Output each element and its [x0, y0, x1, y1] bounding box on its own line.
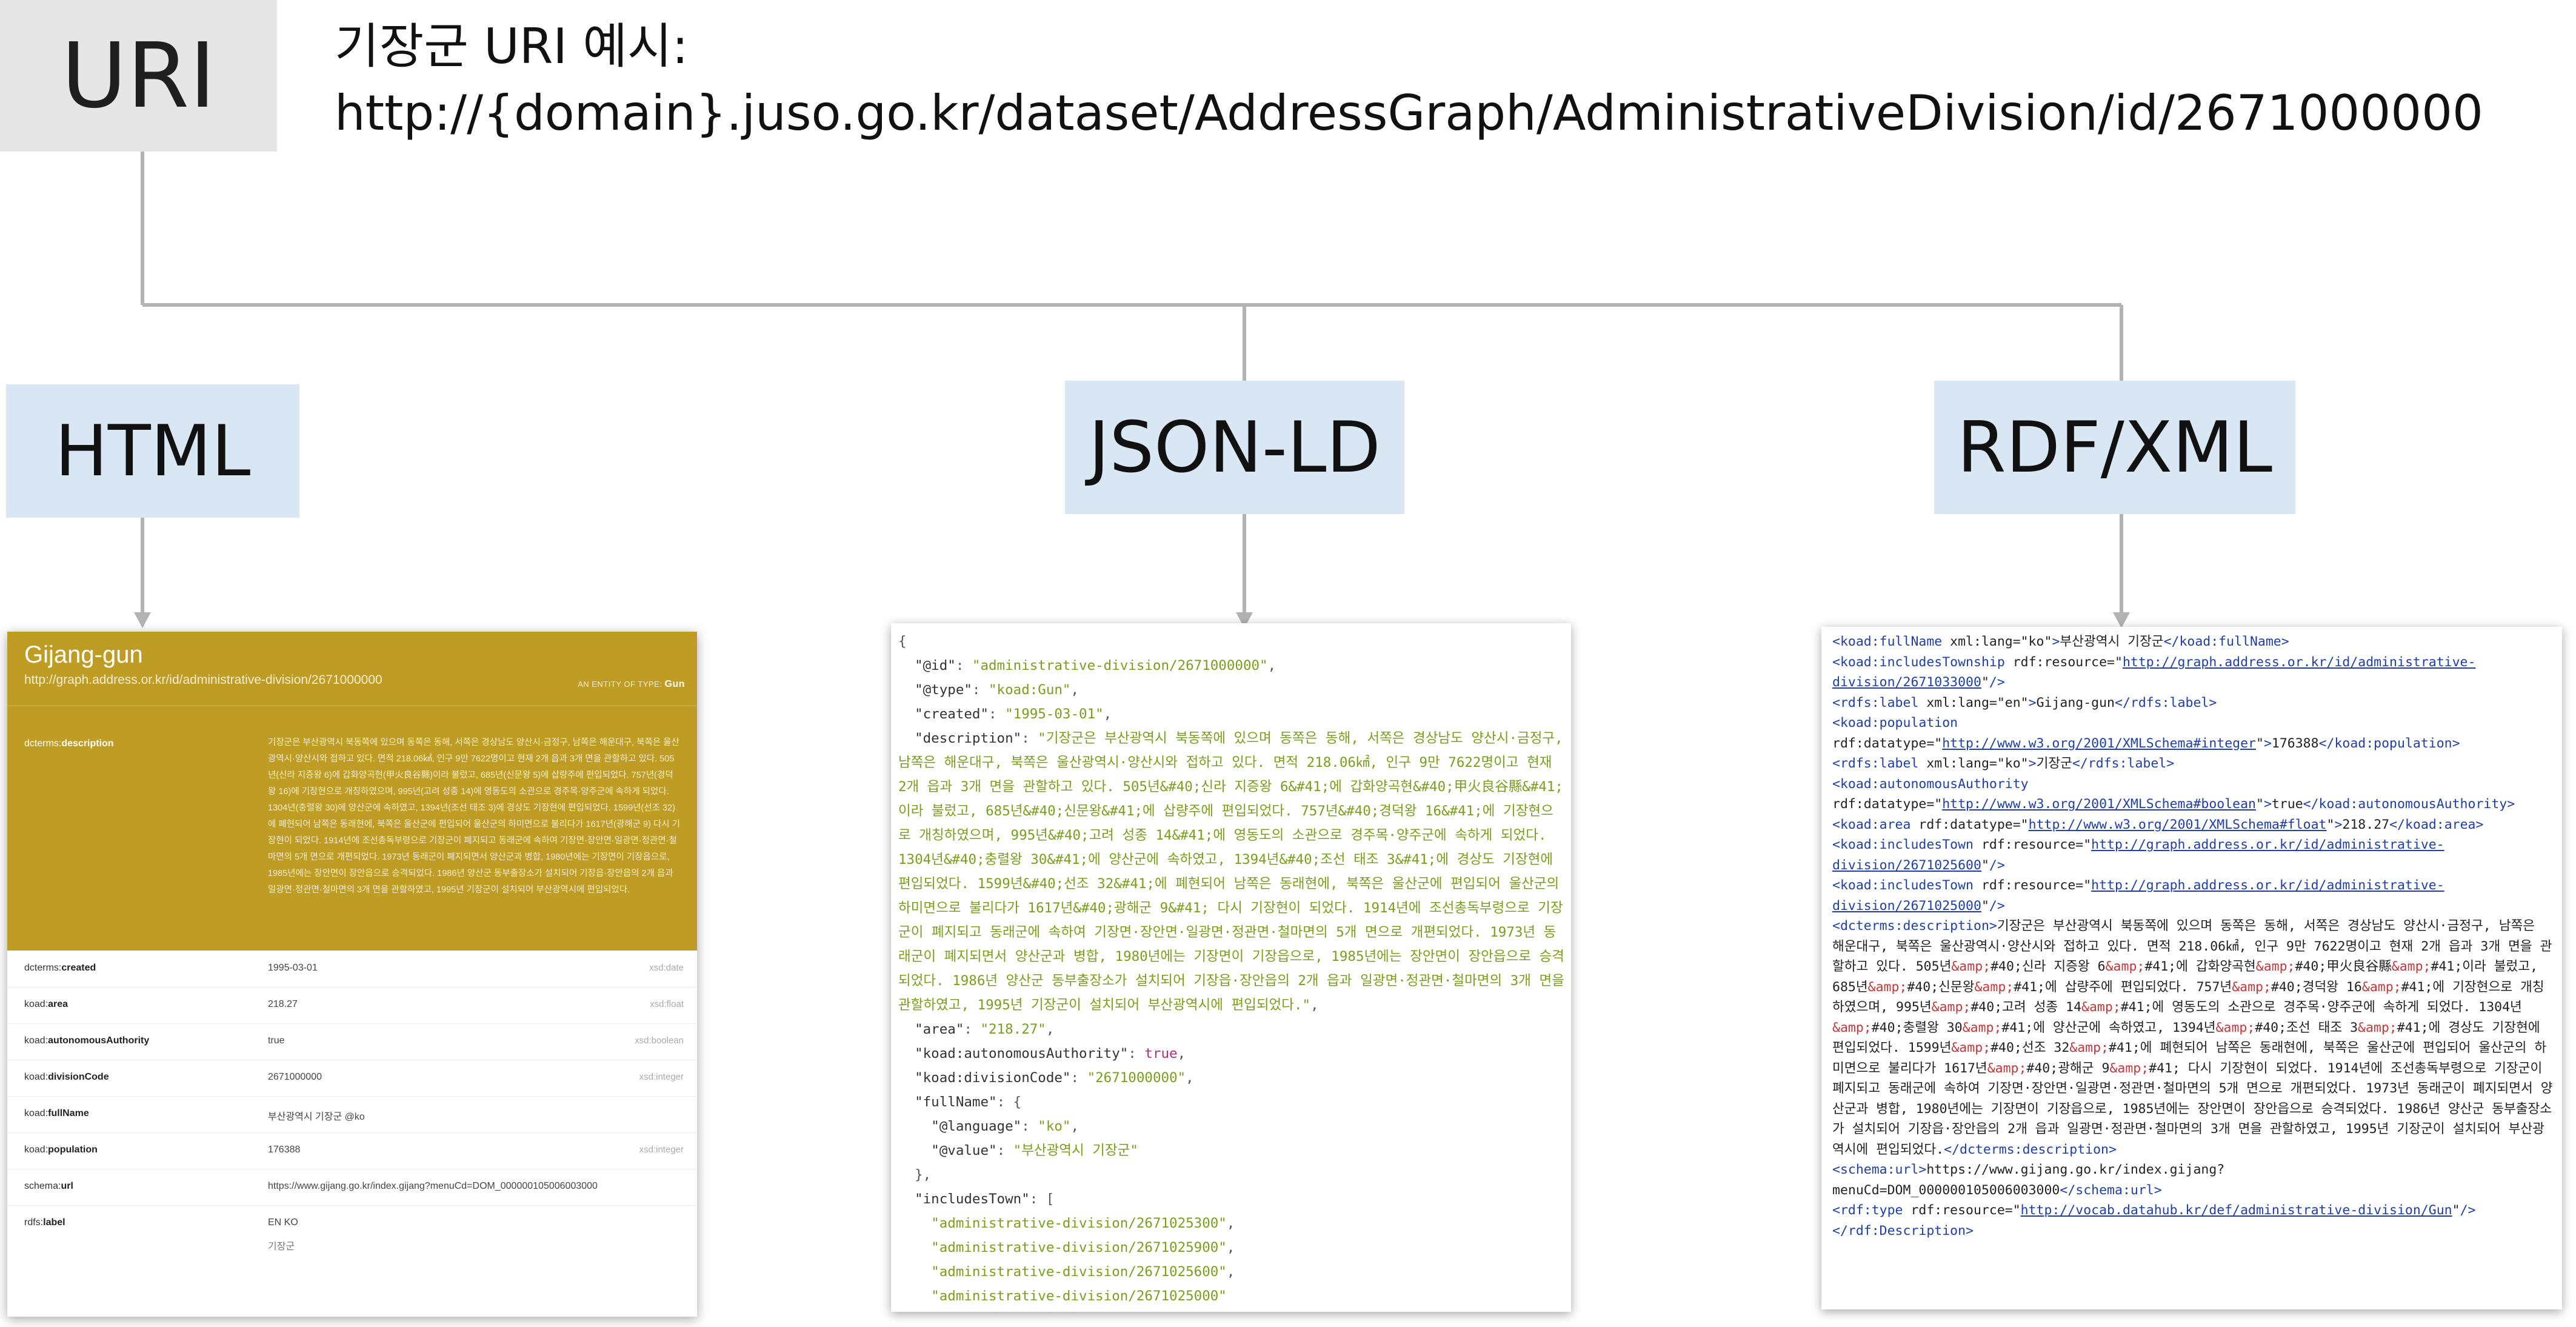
property-row-url: schema:url https://www.gijang.go.kr/inde…: [7, 1169, 697, 1206]
description-value: 기장군은 부산광역시 북동쪽에 있으며 동쪽은 동해, 서쪽은 경상남도 양산시…: [268, 738, 680, 895]
property-value: 1995-03-01: [268, 963, 318, 973]
arrow-rdfxml: [2113, 612, 2130, 628]
format-label-rdfxml: RDF/XML: [1957, 406, 2272, 489]
entity-type-value[interactable]: Gun: [664, 679, 685, 689]
description-key: dcterms:description: [24, 738, 114, 749]
property-key: koad:divisionCode: [24, 1072, 109, 1082]
property-key: dcterms:created: [24, 963, 96, 973]
jsonld-code-panel: { "@id": "administrative-division/267100…: [891, 623, 1571, 1312]
entity-title: Gijang-gun: [24, 641, 143, 668]
format-label-html: HTML: [55, 410, 251, 492]
format-box-jsonld: JSON-LD: [1065, 381, 1404, 514]
property-row-label: rdfs:label EN KO 기장군: [7, 1205, 697, 1260]
uri-caption: 기장군 URI 예시: http://{domain}.juso.go.kr/d…: [335, 13, 2483, 147]
uri-label: URI: [61, 24, 216, 128]
description-key-prefix: dcterms:: [24, 738, 62, 749]
arrow-jsonld: [1236, 612, 1253, 628]
property-row-created: dcterms:created 1995-03-01 xsd:date: [7, 951, 697, 988]
entity-uri[interactable]: http://graph.address.or.kr/id/administra…: [24, 673, 382, 687]
property-row-area: koad:area 218.27 xsd:float: [7, 987, 697, 1024]
property-key: koad:autonomousAuthority: [24, 1035, 150, 1046]
property-row-population: koad:population 176388 xsd:integer: [7, 1132, 697, 1169]
format-label-jsonld: JSON-LD: [1089, 406, 1381, 489]
property-value: true: [268, 1035, 285, 1046]
arrow-html: [134, 612, 151, 628]
property-type: xsd:date: [649, 963, 684, 973]
property-value: 2671000000: [268, 1072, 322, 1082]
rdfxml-code-panel: <koad:fullName xml:lang="ko">부산광역시 기장군</…: [1821, 627, 2562, 1309]
entity-type-label: AN ENTITY OF TYPE: Gun: [578, 679, 685, 690]
entity-type-prefix: AN ENTITY OF TYPE:: [578, 680, 662, 689]
format-box-rdfxml: RDF/XML: [1934, 381, 2295, 514]
property-value: 부산광역시 기장군 @ko: [268, 1112, 365, 1122]
format-box-html: HTML: [6, 384, 299, 518]
rdfxml-code: <koad:fullName xml:lang="ko">부산광역시 기장군</…: [1832, 634, 2553, 1238]
property-type: xsd:integer: [639, 1145, 684, 1155]
description-key-name: description: [61, 738, 114, 749]
property-value: 218.27: [268, 999, 298, 1009]
uri-caption-title: 기장군 URI 예시:: [335, 18, 689, 75]
uri-box: URI: [0, 0, 277, 152]
property-key: koad:fullName: [24, 1108, 89, 1118]
uri-example: http://{domain}.juso.go.kr/dataset/Addre…: [335, 85, 2483, 141]
jsonld-code: { "@id": "administrative-division/267100…: [898, 633, 1564, 1304]
property-type: xsd:boolean: [635, 1035, 684, 1046]
html-preview-header: Gijang-gun http://graph.address.or.kr/id…: [7, 632, 697, 951]
property-value-label-ko: 기장군: [268, 1242, 295, 1252]
property-key: koad:area: [24, 999, 68, 1009]
property-row-autonomous-authority: koad:autonomousAuthority true xsd:boolea…: [7, 1023, 697, 1060]
property-key: schema:url: [24, 1181, 73, 1191]
property-key: rdfs:label: [24, 1217, 65, 1228]
property-row-division-code: koad:divisionCode 2671000000 xsd:integer: [7, 1060, 697, 1097]
property-value-link[interactable]: https://www.gijang.go.kr/index.gijang?me…: [268, 1181, 598, 1191]
property-type: xsd:integer: [639, 1072, 684, 1082]
property-value: 176388: [268, 1145, 301, 1155]
property-key: koad:population: [24, 1145, 98, 1155]
html-preview-panel: Gijang-gun http://graph.address.or.kr/id…: [7, 632, 697, 1317]
property-row-full-name: koad:fullName 부산광역시 기장군 @ko: [7, 1096, 697, 1133]
property-type: xsd:float: [650, 999, 684, 1009]
property-value-language-tabs[interactable]: EN KO: [268, 1217, 298, 1228]
